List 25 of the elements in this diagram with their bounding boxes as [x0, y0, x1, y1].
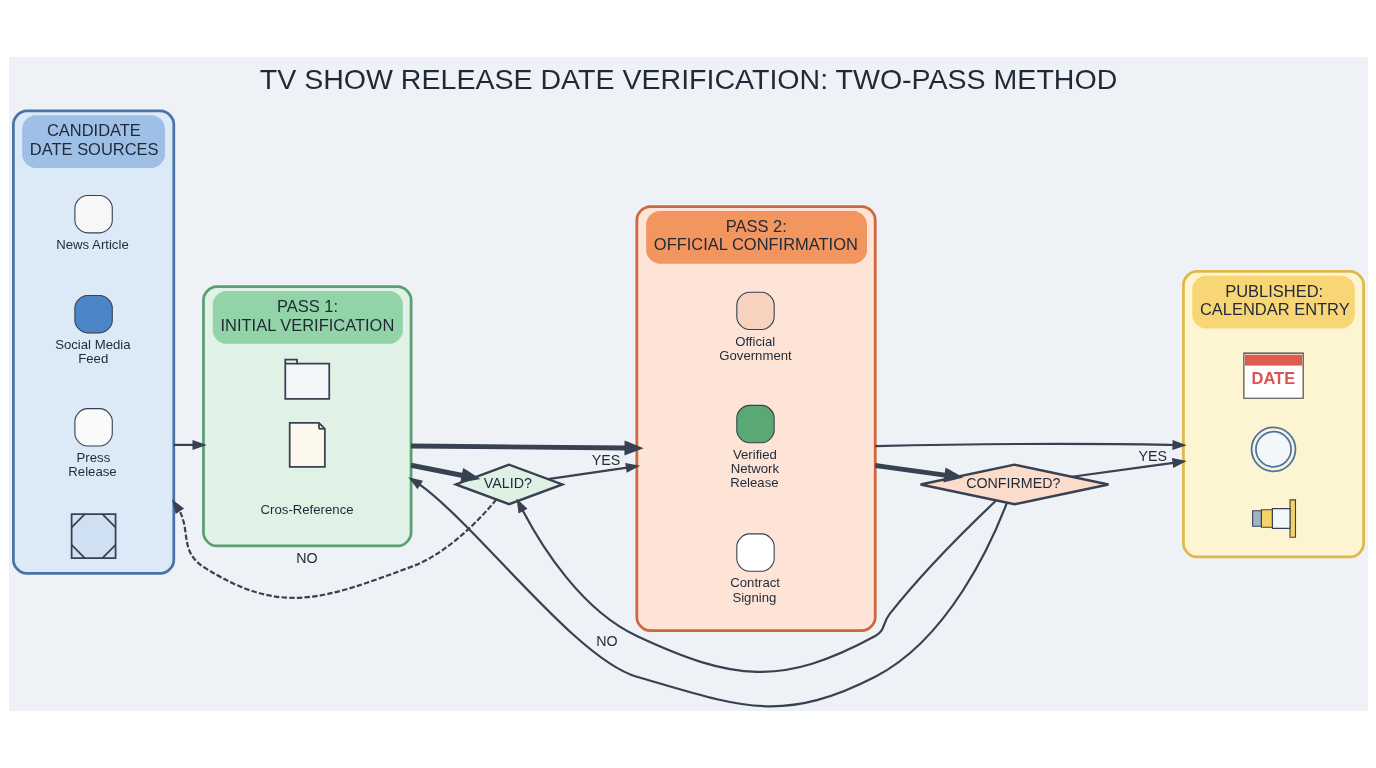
edge-label: NO: [595, 633, 618, 650]
arrow: [547, 462, 640, 481]
node-label: News Article: [55, 236, 129, 252]
edge-label: YES: [1137, 447, 1167, 464]
arrow: [874, 439, 1187, 450]
arrow: [410, 462, 480, 483]
arrow: [1071, 458, 1187, 478]
node-label: Social Media Feed: [54, 336, 131, 367]
arrow: [171, 498, 497, 599]
arrow: [516, 498, 997, 673]
edge-label: NO: [295, 549, 318, 566]
node-diamond: VALID?: [451, 463, 566, 506]
arrow: [874, 463, 963, 483]
node-picture: [1250, 426, 1296, 473]
node-text: Cros-Reference: [260, 502, 354, 518]
diagram-title: TV SHOW RELEASE DATE VERIFICATION: TWO-PASS METHOD: [259, 62, 1117, 95]
arrow: [410, 440, 644, 456]
node-diamond: CONFIRMED?: [918, 463, 1110, 506]
edge-label: YES: [591, 452, 620, 469]
arrow: [173, 439, 207, 450]
node-label: Press Release: [67, 450, 117, 480]
node-label: Verified Network Release: [729, 446, 779, 491]
node-label: Contract Signing: [729, 575, 780, 605]
arrow: [407, 477, 1008, 708]
node-label: Official Government: [718, 333, 792, 363]
